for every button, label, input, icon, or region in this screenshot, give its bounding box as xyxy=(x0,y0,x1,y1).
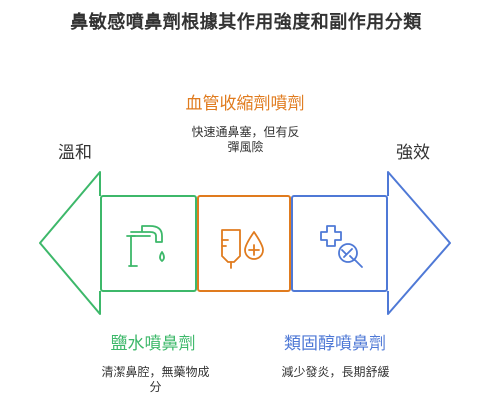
decongestant-description: 快速通鼻塞，但有反 彈風險 xyxy=(168,125,323,155)
steroid-heading: 類固醇噴鼻劑 xyxy=(284,334,386,354)
iv-bag-plus-icon xyxy=(221,229,264,269)
steroid-description: 減少發炎，長期舒緩 xyxy=(258,365,413,380)
strong-label: 強效 xyxy=(396,143,430,163)
right-arrow-shape xyxy=(387,171,451,315)
left-arrow-shape xyxy=(39,171,101,315)
decongestant-description-line2: 彈風險 xyxy=(227,140,264,154)
saline-heading: 鹽水噴鼻劑 xyxy=(110,334,196,354)
segment-saline xyxy=(100,195,197,292)
faucet-drop-icon xyxy=(126,225,165,267)
segment-steroid xyxy=(291,195,388,292)
saline-description: 清潔鼻腔，無藥物成 分 xyxy=(78,365,233,395)
mild-label: 溫和 xyxy=(58,143,92,163)
segment-decongestant xyxy=(197,195,291,292)
decongestant-heading: 血管收縮劑噴劑 xyxy=(185,94,305,114)
steroid-description-line1: 減少發炎，長期舒緩 xyxy=(281,365,390,379)
saline-description-line1: 清潔鼻腔，無藥物成 xyxy=(101,365,210,379)
decongestant-description-line1: 快速通鼻塞，但有反 xyxy=(191,125,300,139)
medical-cross-pill-search-icon xyxy=(320,225,363,268)
page-title: 鼻敏感噴鼻劑根據其作用強度和副作用分類 xyxy=(70,12,422,33)
saline-description-line2: 分 xyxy=(149,380,162,394)
